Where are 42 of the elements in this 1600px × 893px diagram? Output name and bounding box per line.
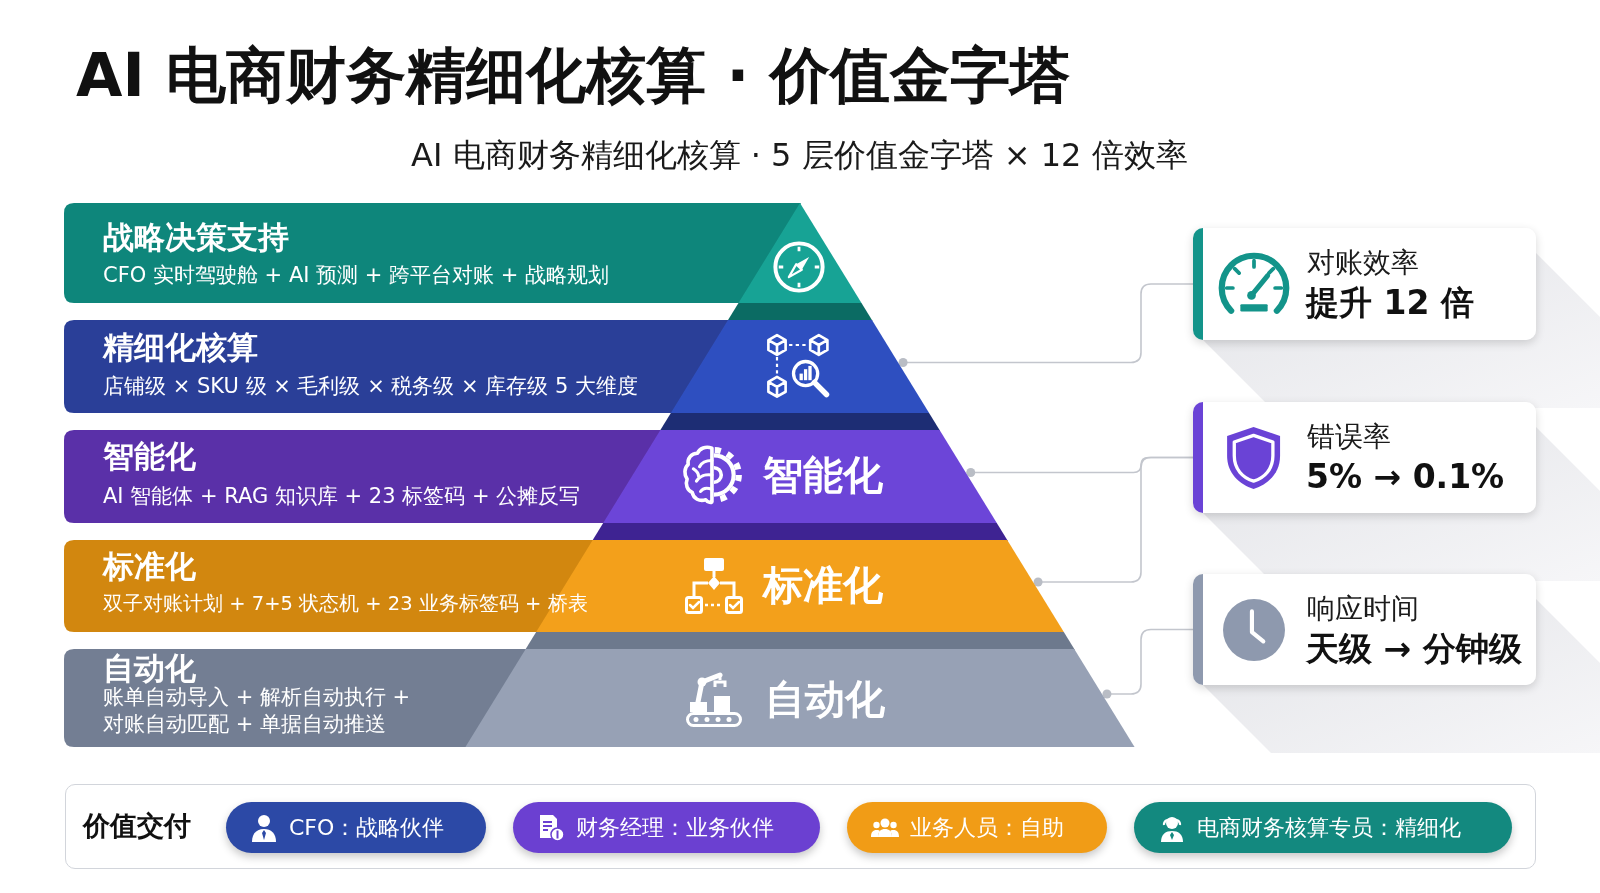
panel-title: 价值交付 — [83, 809, 191, 843]
pyramid-tier — [64, 320, 941, 431]
role-label: 业务人员：自助 — [910, 814, 1064, 842]
pyramid-tier — [64, 649, 1135, 747]
role-label: CFO：战略伙伴 — [289, 814, 445, 842]
tier-title: 战略决策支持 — [103, 219, 289, 255]
pyramid-tier — [64, 430, 1008, 541]
tier-description: CFO 实时驾驶舱 + AI 预测 + 跨平台对账 + 战略规划 — [103, 262, 610, 289]
subtitle: AI 电商财务精细化核算 · 5 层价值金字塔 × 12 倍效率 — [411, 135, 1188, 176]
metric-label: 错误率 — [1307, 420, 1391, 454]
tier-title: 标准化 — [103, 548, 196, 584]
role-tag — [1134, 802, 1512, 853]
role-label: 电商财务核算专员：精细化 — [1197, 814, 1461, 842]
tier-title: 精细化核算 — [103, 329, 258, 365]
tier-description: AI 智能体 + RAG 知识库 + 23 标签码 + 公摊反写 — [103, 483, 581, 510]
metric-label: 响应时间 — [1307, 592, 1419, 626]
pyramid-tier — [64, 540, 1075, 650]
metric-card — [1193, 574, 1536, 685]
metric-card — [1193, 402, 1536, 513]
tier-title: 智能化 — [103, 438, 196, 474]
value-delivery-panel — [65, 784, 1536, 869]
metric-value: 天级 → 分钟级 — [1306, 628, 1522, 670]
connector-line — [1033, 456, 1194, 587]
tier-label: 自动化 — [765, 675, 885, 723]
metric-label: 对账效率 — [1307, 246, 1419, 280]
tier-label: 标准化 — [763, 561, 883, 609]
tier-description: 双子对账计划 + 7+5 状态机 + 23 业务标签码 + 桥表 — [103, 591, 588, 617]
tier-description: 账单自动导入 + 解析自动执行 + 对账自动匹配 + 单据自动推送 — [103, 684, 412, 738]
tier-label: 智能化 — [763, 451, 883, 499]
role-label: 财务经理：业务伙伴 — [576, 814, 774, 842]
metric-value: 5% → 0.1% — [1306, 456, 1505, 498]
tier-title: 自动化 — [103, 650, 196, 686]
role-tag — [847, 802, 1107, 853]
title: AI 电商财务精细化核算 · 价值金字塔 — [76, 39, 1071, 112]
metric-card — [1193, 228, 1536, 340]
connector-line — [898, 283, 1194, 367]
metric-value: 提升 12 倍 — [1306, 282, 1474, 324]
connector-line — [1102, 628, 1194, 699]
role-tag — [513, 802, 820, 853]
role-tag — [226, 802, 486, 853]
pyramid-tier — [64, 203, 873, 321]
tier-description: 店铺级 × SKU 级 × 毛利级 × 税务级 × 库存级 5 大维度 — [103, 373, 639, 400]
